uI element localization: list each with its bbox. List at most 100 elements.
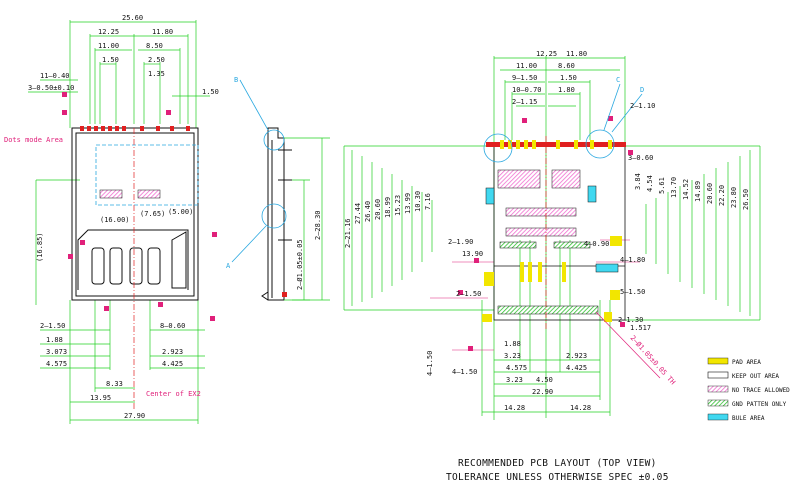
- dim-pcb-bottom-5: 2.923: [566, 352, 587, 360]
- dim-pcb-left-5: 15.23: [394, 195, 402, 216]
- caption-line2: TOLERANCE UNLESS OTHERWISE SPEC ±0.05: [446, 472, 669, 483]
- dim-pcb-right-10: 23.80: [730, 187, 738, 208]
- legend-label-keepout: KEEP OUT AREA: [732, 373, 779, 380]
- side-view: B A 2–Ø1.05±0.05 2–28.30: [226, 76, 330, 301]
- dots-mode-label: Dots mode Area: [4, 136, 63, 144]
- dim-pcb-top-4: 9–1.50: [512, 74, 537, 82]
- front-contacts: [80, 126, 190, 131]
- dim-pcb-right-9: 22.20: [718, 185, 726, 206]
- side-callout-circles: [231, 79, 287, 263]
- dim-front-top-4: 8.50: [146, 42, 163, 50]
- dim-pcb-bottom-8: 14.28: [504, 404, 525, 412]
- dim-pcb-mid-6: 2–1.30: [618, 316, 643, 324]
- dim-front-inner-0: (16.00): [100, 216, 130, 224]
- dim-pcb-left-6: 13.99: [404, 193, 412, 214]
- pcb-callouts: [483, 83, 643, 163]
- dim-pcb-right-6: 14.52: [682, 179, 690, 200]
- pcb-diag-leader: [595, 311, 661, 379]
- dim-front-bottom-1: 13.95: [90, 394, 111, 402]
- dim-pcb-top-8: 2–1.15: [512, 98, 537, 106]
- dim-front-bl-1: 1.88: [46, 336, 63, 344]
- front-view: 25.60 12.25 11.80 11.00 8.50 1.50 2.50 1…: [4, 14, 219, 424]
- dim-pcb-mid-3: 4–1.80: [620, 256, 645, 264]
- dim-pcb-left-0: 2–21.16: [344, 218, 352, 248]
- front-top-dims: 25.60 12.25 11.80 11.00 8.50 1.50 2.50 1…: [98, 14, 219, 96]
- dim-pcb-mid-4: 2–1.50: [456, 290, 481, 298]
- front-slots: [99, 189, 161, 199]
- dim-side-0: 2–Ø1.05±0.05: [296, 239, 304, 290]
- dim-pcb-left-1: 27.44: [354, 203, 362, 224]
- dim-pcb-mid-7: 1.517: [630, 324, 651, 332]
- pcb-markers: [458, 116, 633, 351]
- dim-pcb-mid-1: 13.90: [462, 250, 483, 258]
- legend-swatch-gnd: [707, 399, 729, 407]
- dim-pcb-top-7: 1.80: [558, 86, 575, 94]
- pcb-top-pads: [486, 140, 626, 149]
- side-contact-mark: [282, 292, 287, 297]
- legend-item: PAD AREA: [707, 357, 761, 366]
- dim-pcb-bottom-1: 3.23: [504, 352, 521, 360]
- dim-pcb-bottom-2: 4.575: [506, 364, 527, 372]
- dim-front-bl-3: 4.575: [46, 360, 67, 368]
- legend-item: NO TRACE ALLOWED: [707, 385, 790, 394]
- dim-side-1: 2–28.30: [314, 210, 322, 240]
- dim-front-top-6: 2.50: [148, 56, 165, 64]
- legend-label-gnd: GND PATTEN ONLY: [732, 401, 787, 408]
- dim-pcb-right-4: 5.61: [658, 177, 666, 194]
- dim-pcb-right-2: 3.84: [634, 173, 642, 190]
- dim-front-bl-2: 3.073: [46, 348, 67, 356]
- legend-item: BULE AREA: [707, 413, 765, 422]
- callout-d: D: [640, 86, 644, 94]
- dim-front-br-0: 8–0.60: [160, 322, 185, 330]
- dim-pcb-left-2: 26.40: [364, 201, 372, 222]
- legend-swatch-keepout: [707, 371, 729, 379]
- dim-pcb-left-3: 20.60: [374, 199, 382, 220]
- dim-front-top-1: 12.25: [98, 28, 119, 36]
- dim-pcb-top-0: 12.25: [536, 50, 557, 58]
- dim-pcb-right-3: 4.54: [646, 175, 654, 192]
- dim-pcb-right-7: 14.89: [694, 181, 702, 202]
- pcb-zones: [485, 169, 619, 315]
- legend: PAD AREA KEEP OUT AREA NO TRACE ALLOWED …: [707, 357, 790, 422]
- callout-a: A: [226, 262, 231, 270]
- caption: RECOMMENDED PCB LAYOUT (TOP VIEW) TOLERA…: [446, 458, 669, 483]
- dim-pcb-top-6: 10–0.70: [512, 86, 542, 94]
- dim-pcb-mid-0: 2–1.90: [448, 238, 473, 246]
- dim-pcb-mid-5: 5–1.50: [620, 288, 645, 296]
- dim-pcb-top-3: 8.60: [558, 62, 575, 70]
- side-body-outline: [261, 127, 292, 301]
- dim-front-top-7: 1.35: [148, 70, 165, 78]
- legend-label-notrace: NO TRACE ALLOWED: [732, 387, 790, 394]
- dim-pcb-right-8: 20.60: [706, 183, 714, 204]
- dim-front-top-3: 11.00: [98, 42, 119, 50]
- dim-pcb-right-11: 26.50: [742, 189, 750, 210]
- dim-pcb-left-4: 18.99: [384, 197, 392, 218]
- dim-front-br-2: 4.425: [162, 360, 183, 368]
- callout-b: B: [234, 76, 238, 84]
- note-front-left-0: 11–0.40: [40, 72, 70, 80]
- dim-pcb-left-8: 7.16: [424, 193, 432, 210]
- dim-front-top-5: 1.50: [102, 56, 119, 64]
- legend-label-pad: PAD AREA: [732, 359, 761, 366]
- legend-swatch-notrace: [707, 385, 729, 393]
- front-body-outline: [71, 127, 199, 301]
- pcb-diag-note: 2–Ø1.05±0.05 TH: [629, 334, 677, 386]
- front-markers: [62, 92, 217, 321]
- legend-item: GND PATTEN ONLY: [707, 399, 787, 408]
- dim-front-bottom-0: 8.33: [106, 380, 123, 388]
- dim-pcb-bottom-0: 1.88: [504, 340, 521, 348]
- callout-c: C: [616, 76, 620, 84]
- dim-front-side: (16.85): [36, 232, 44, 262]
- dim-front-top-2: 11.80: [152, 28, 173, 36]
- legend-swatch-bule: [707, 413, 729, 421]
- dim-pcb-bottom-4: 4.50: [536, 376, 553, 384]
- dots-mode-area: [95, 144, 199, 206]
- dim-pcb-right-5: 13.70: [670, 177, 678, 198]
- pcb-layout: 12.25 11.80 11.00 8.60 9–1.50 1.50 10–0.…: [343, 50, 761, 420]
- pcb-pads: [482, 236, 622, 322]
- dim-pcb-right-0: 2–1.10: [630, 102, 655, 110]
- dim-pcb-bottom-7: 22.90: [532, 388, 553, 396]
- front-dim-lines: [28, 20, 210, 424]
- dim-pcb-bottom-9: 14.28: [570, 404, 591, 412]
